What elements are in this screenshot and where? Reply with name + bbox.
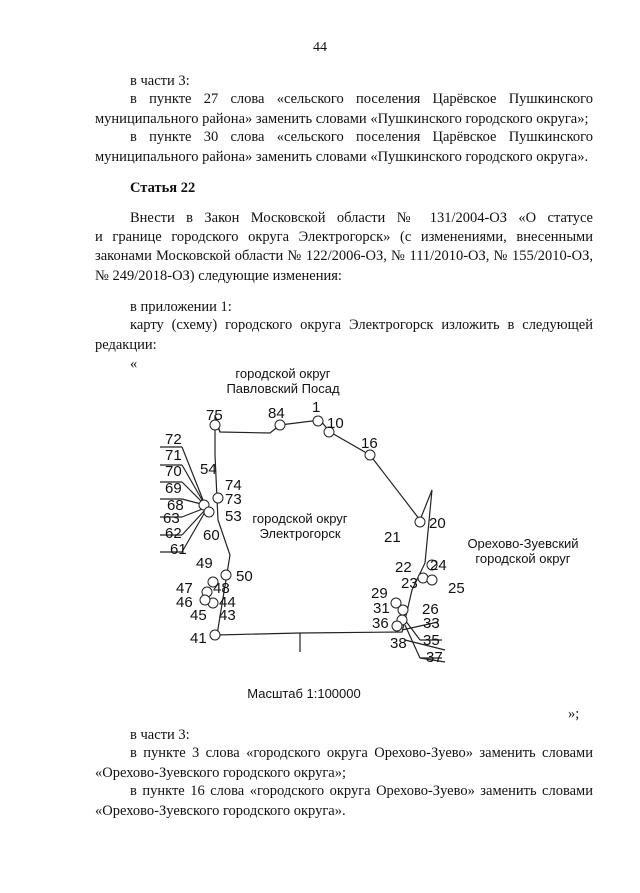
map-point-label: 62 [165, 525, 182, 542]
map-point-label: 44 [219, 594, 236, 611]
map-point-label: 38 [390, 635, 407, 652]
open-quote: « [130, 356, 138, 372]
map-point-label: 35 [423, 632, 440, 649]
map-point-label: 74 [225, 477, 242, 494]
paragraph-line: в пункте 27 слова «сельского поселения Ц… [130, 91, 593, 107]
map-region-label: Павловский Посад [226, 381, 340, 396]
map-point-label: 25 [448, 580, 465, 597]
map-point-label: 48 [213, 580, 230, 597]
map-region-label: городской округ [252, 511, 347, 526]
map-point-label: 24 [430, 557, 447, 574]
paragraph-line: в пункте 3 слова «городского округа Орех… [130, 745, 593, 761]
map-point-label: 37 [426, 649, 443, 666]
map-point-label: 16 [361, 435, 378, 452]
paragraph-line: муниципального района» заменить словами … [95, 111, 589, 127]
paragraph-line: Внести в Закон Московской области № 131/… [130, 210, 593, 226]
map-scale: Масштаб 1:100000 [247, 686, 360, 701]
page-number: 44 [313, 40, 327, 55]
close-quote: »; [568, 706, 580, 722]
map-point-label: 23 [401, 575, 418, 592]
map-point-label: 41 [190, 630, 207, 647]
map-point-label: 22 [395, 559, 412, 576]
paragraph-line: № 249/2018-ОЗ) следующие изменения: [95, 268, 342, 284]
map-point-label: 26 [422, 601, 439, 618]
paragraph-line: в пункте 16 слова «городского округа Оре… [130, 783, 593, 799]
paragraph-line: законами Московской области № 122/2006-О… [95, 248, 593, 264]
map-point-label: 69 [165, 480, 182, 497]
paragraph-line: «Орехово-Зуевского городского округа». [95, 803, 346, 819]
map-point-label: 75 [206, 407, 223, 424]
map-point-label: 50 [236, 568, 253, 585]
map-point-label: 61 [170, 541, 187, 558]
map-point-label: 36 [372, 615, 389, 632]
map-point-label: 31 [373, 600, 390, 617]
map-point-label: 1 [312, 399, 320, 416]
paragraph-line: и границе городского округа Электрогорск… [95, 229, 593, 245]
paragraph-line: «Орехово-Зуевского городского округа»; [95, 765, 346, 781]
map-point-label: 20 [429, 515, 446, 532]
map-point-label: 46 [176, 594, 193, 611]
paragraph-line: в пункте 30 слова «сельского поселения Ц… [130, 129, 593, 145]
map-point-label: 84 [268, 405, 285, 422]
map-point-label: 73 [225, 491, 242, 508]
article-heading: Статья 22 [130, 180, 196, 196]
map-region-label: городской округ [235, 366, 330, 381]
map-point-label: 21 [384, 529, 401, 546]
paragraph-line: муниципального района» заменить словами … [95, 149, 589, 165]
map-point-label: 60 [203, 527, 220, 544]
map-point-label: 45 [190, 607, 207, 624]
map-point-label: 43 [219, 607, 236, 624]
paragraph-line: карту (схему) городского округа Электрог… [130, 317, 593, 333]
paragraph-line: редакции: [95, 337, 157, 353]
paragraph-line: в приложении 1: [130, 299, 232, 315]
map-point-label: 71 [165, 447, 182, 464]
map-point-label: 29 [371, 585, 388, 602]
map-point-label: 49 [196, 555, 213, 572]
paragraph-line: в части 3: [130, 73, 190, 89]
map-point-label: 70 [165, 463, 182, 480]
map-point-label: 33 [423, 615, 440, 632]
map-region-label: Электрогорск [259, 526, 340, 541]
map-region-label: городской округ [475, 551, 570, 566]
map-point-label: 72 [165, 431, 182, 448]
map-region-label: Орехово-Зуевский [467, 536, 578, 551]
map-point-label: 10 [327, 415, 344, 432]
paragraph-line: в части 3: [130, 727, 190, 743]
map-point-label: 68 [167, 497, 184, 514]
map-point-label: 63 [163, 510, 180, 527]
map-point-label: 47 [176, 580, 193, 597]
map-point-label: 53 [225, 508, 242, 525]
map-point-label: 54 [200, 461, 217, 478]
